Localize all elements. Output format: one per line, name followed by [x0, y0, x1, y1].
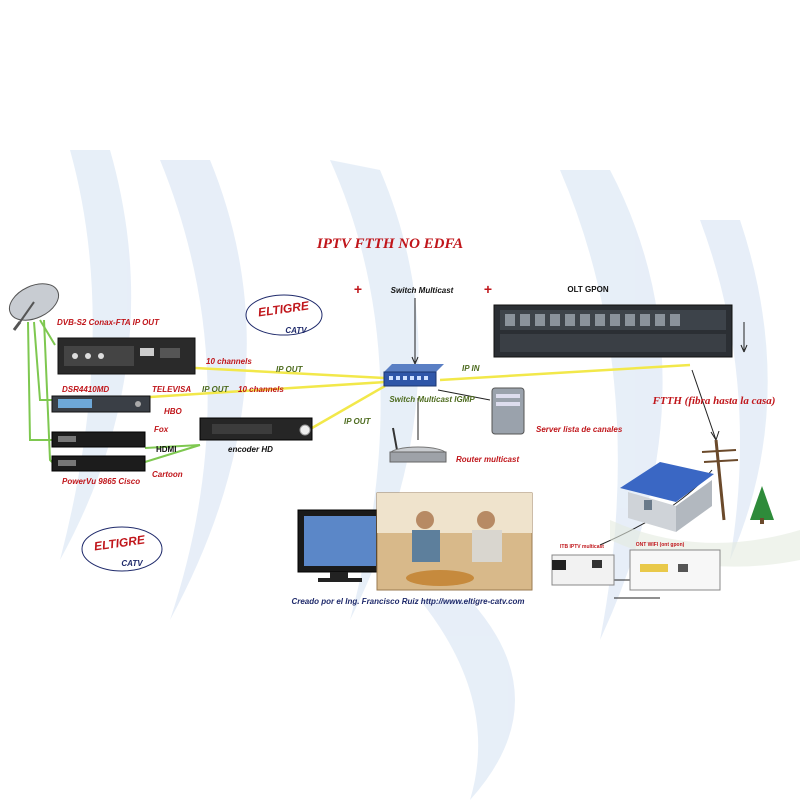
stb-label: ITB IPTV multicast [560, 544, 604, 550]
powervu-receiver-device [51, 455, 146, 472]
dvbs2-receiver-device [57, 337, 196, 375]
ont-wifi-device [629, 549, 721, 591]
label-10-channels-2: 10 channels [238, 385, 284, 394]
utility-pole-icon [701, 439, 739, 521]
olt-gpon-device [493, 304, 733, 358]
credit-text: Creado por el Ing. Francisco Ruiz http:/… [291, 597, 524, 606]
label-10-channels-1: 10 channels [206, 357, 252, 366]
label-cartoon: Cartoon [152, 470, 183, 479]
label-hdmi: HDMI [156, 445, 176, 454]
plus-sign-left: + [354, 281, 362, 297]
label-ip-out-2: IP OUT [202, 385, 229, 394]
label-fox: Fox [154, 425, 169, 434]
house-icon [620, 462, 714, 532]
eltigre-logo-top: ELTIGRE CATV [245, 294, 323, 336]
eltigre-logo-bottom: ELTIGRE CATV [81, 526, 163, 572]
switch-title-label: Switch Multicast [391, 286, 454, 295]
router-device [389, 427, 447, 463]
encoder-hd-device [199, 417, 313, 441]
svg-text:CATV: CATV [285, 326, 307, 335]
server-device [491, 387, 525, 435]
label-ip-out-3: IP OUT [344, 417, 371, 426]
stb-iptv-device [551, 554, 615, 586]
ftth-label: FTTH (fibra hasta la casa) [652, 395, 776, 407]
switch-multicast-device [383, 364, 444, 387]
tree-icon [750, 486, 774, 524]
people-watching-photo [376, 492, 533, 591]
svg-text:CATV: CATV [121, 559, 143, 568]
plus-sign-right: + [484, 281, 492, 297]
svg-text:ELTIGRE: ELTIGRE [93, 532, 147, 553]
label-ip-out-1: IP OUT [276, 365, 303, 374]
label-ip-in: IP IN [462, 364, 480, 373]
dsr-label: DSR4410MD [62, 385, 109, 394]
label-hbo: HBO [164, 407, 183, 416]
dvbs2-label: DVB-S2 Conax-FTA IP OUT [57, 318, 160, 327]
dsr4410md-device [51, 395, 151, 413]
encoder-label: encoder HD [228, 445, 273, 454]
television-image [297, 509, 383, 582]
diagram-title: IPTV FTTH NO EDFA [316, 236, 463, 252]
router-label: Router multicast [456, 455, 519, 464]
switch-sub-label: Switch Multicast IGMP [389, 395, 475, 404]
ont-label: ONT WIFI (ont gpon) [636, 542, 685, 548]
olt-label: OLT GPON [567, 285, 608, 294]
satellite-dish-icon [8, 283, 60, 331]
server-label: Server lista de canales [536, 425, 623, 434]
fox-receiver-device [51, 431, 146, 448]
label-televisa: TELEVISA [152, 385, 191, 394]
svg-text:ELTIGRE: ELTIGRE [257, 298, 311, 319]
powervu-label: PowerVu 9865 Cisco [62, 477, 140, 486]
